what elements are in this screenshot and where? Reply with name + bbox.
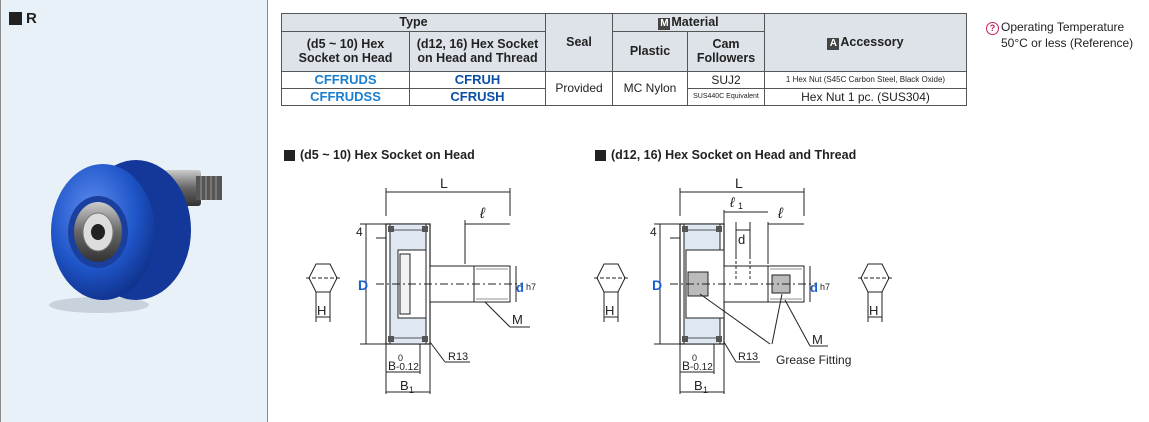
svg-text:L: L (735, 175, 743, 191)
product-title: R (9, 10, 37, 27)
accessory-cell: 1 Hex Nut (S45C Carbon Steel, Black Oxid… (764, 71, 967, 89)
svg-text:M: M (512, 312, 523, 327)
plastic-header: Plastic (612, 31, 688, 72)
svg-text:1: 1 (703, 385, 708, 395)
svg-text:H: H (317, 303, 326, 318)
cam-cell: SUJ2 (687, 71, 765, 89)
svg-text:h7: h7 (526, 282, 536, 292)
diagram1-drawing: H L ℓ D 4 d h7 M 0 B -0.12 B 1 R13 (306, 175, 536, 395)
table-row: CFFRUDS CFRUH Provided MC Nylon SUJ2 1 H… (281, 71, 967, 106)
svg-text:M: M (812, 332, 823, 347)
svg-text:R13: R13 (448, 351, 468, 363)
diagram2-drawing: H H L ℓ 1 ℓ d D 4 d h7 M Grease Fitting … (594, 175, 892, 395)
svg-text:L: L (440, 175, 448, 191)
part-code[interactable]: CFRUSH (409, 88, 546, 106)
svg-text:ℓ: ℓ (479, 205, 486, 222)
cam-header: Cam Followers (687, 31, 765, 72)
svg-text:4: 4 (650, 225, 657, 239)
svg-text:d: d (516, 280, 524, 295)
svg-text:R13: R13 (738, 351, 758, 363)
part-code[interactable]: CFRUH (409, 71, 546, 89)
svg-text:d: d (738, 232, 745, 247)
svg-text:ℓ: ℓ (777, 205, 784, 222)
seal-cell: Provided (545, 71, 613, 106)
svg-text:0: 0 (398, 353, 403, 363)
col-head-socket: (d5 ~ 10) Hex Socket on Head (281, 31, 410, 72)
cam-cell: SUS440C Equivalent (687, 88, 765, 106)
svg-text:B: B (694, 378, 703, 393)
svg-text:-0.12: -0.12 (396, 362, 419, 373)
svg-text:D: D (652, 277, 662, 293)
svg-text:B: B (388, 359, 396, 373)
material-icon: M (658, 17, 671, 30)
square-bullet-icon (9, 12, 22, 25)
svg-text:H: H (605, 303, 614, 318)
svg-text:ℓ: ℓ (729, 194, 735, 210)
svg-text:Grease Fitting: Grease Fitting (776, 353, 851, 367)
roller-product-image (49, 160, 222, 313)
diagram2-title: (d12, 16) Hex Socket on Head and Thread (595, 148, 856, 162)
svg-text:h7: h7 (820, 282, 830, 292)
svg-text:1: 1 (409, 385, 414, 395)
svg-text:B: B (682, 359, 690, 373)
square-bullet-icon (284, 149, 295, 161)
plastic-cell: MC Nylon (612, 71, 688, 106)
svg-text:B: B (400, 378, 409, 393)
svg-text:d: d (810, 280, 818, 295)
product-image-panel: R (0, 0, 268, 422)
type-header: Type (281, 13, 546, 32)
svg-text:1: 1 (738, 201, 743, 211)
diagram1-title: (d5 ~ 10) Hex Socket on Head (284, 148, 475, 162)
seal-header: Seal (545, 13, 613, 72)
svg-text:0: 0 (692, 353, 697, 363)
accessory-icon: A (827, 37, 840, 50)
info-icon: ? (986, 22, 999, 35)
svg-text:-0.12: -0.12 (690, 362, 713, 373)
svg-text:H: H (869, 303, 878, 318)
temperature-note: ?Operating Temperature 50°C or less (Ref… (986, 19, 1133, 51)
part-code[interactable]: CFFRUDSS (281, 88, 410, 106)
svg-text:D: D (358, 277, 368, 293)
square-bullet-icon (595, 149, 606, 161)
accessory-cell: Hex Nut 1 pc. (SUS304) (764, 88, 967, 106)
table-row: CFFRUDSS CFRUSH SUS440C Equivalent Hex N… (281, 88, 967, 106)
col-socket-thread: (d12, 16) Hex Socket on Head and Thread (409, 31, 546, 72)
part-code[interactable]: CFFRUDS (281, 71, 410, 89)
svg-text:4: 4 (356, 225, 363, 239)
